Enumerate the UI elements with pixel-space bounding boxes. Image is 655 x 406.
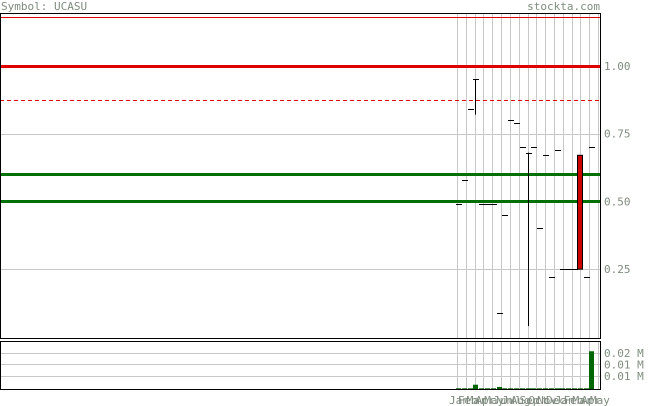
- volume-bar: [502, 388, 507, 389]
- price-axis-label: 0.25: [604, 263, 631, 276]
- volume-bar: [508, 388, 513, 389]
- x-axis-label: May: [590, 394, 610, 406]
- volume-bar: [584, 388, 589, 389]
- volume-bar: [549, 388, 554, 389]
- x-axis-label: Sep: [520, 394, 540, 406]
- price-axis-label: 1.00: [604, 60, 631, 73]
- x-axis-label: Nov: [537, 394, 557, 406]
- candlesticks: [456, 79, 595, 327]
- volume-bar: [566, 388, 571, 389]
- volume-bar: [473, 384, 478, 389]
- x-axis-label: Apr: [475, 394, 495, 406]
- x-axis-label: Oct: [528, 394, 548, 406]
- volume-bar: [560, 388, 565, 389]
- x-axis-label: Mar: [467, 394, 487, 406]
- x-axis-label: Jun: [493, 394, 513, 406]
- volume-bar: [491, 388, 496, 389]
- volume-bar: [520, 388, 525, 389]
- volume-bar: [485, 388, 490, 389]
- volume-bar: [531, 388, 536, 389]
- axis-labels: 1.000.750.500.250.02 M0.01 M0.01 MJanFeb…: [449, 60, 644, 406]
- volume-bar: [543, 388, 548, 389]
- price-panel-frame: [0, 13, 601, 339]
- x-axis-label: Jan: [449, 394, 469, 406]
- volume-bar: [497, 386, 502, 389]
- volume-bar: [572, 388, 577, 389]
- volume-bars: [456, 351, 594, 389]
- x-axis-label: Jan: [555, 394, 575, 406]
- volume-bar: [462, 388, 467, 389]
- volume-bar: [514, 388, 519, 389]
- candle-body: [577, 154, 583, 270]
- volume-axis-label: 0.01 M: [604, 370, 644, 383]
- price-axis-label: 0.75: [604, 128, 631, 141]
- chart-frames: [0, 13, 601, 390]
- x-axis-label: Aug: [511, 394, 531, 406]
- volume-panel-frame: [0, 341, 601, 390]
- volume-axis-label: 0.01 M: [604, 358, 644, 371]
- site-watermark[interactable]: stockta.com: [527, 0, 600, 13]
- volume-bar: [468, 388, 473, 389]
- volume-bar: [526, 388, 531, 389]
- x-axis-label: May: [484, 394, 504, 406]
- volume-bar: [456, 388, 461, 389]
- price-axis-label: 0.50: [604, 195, 631, 208]
- x-axis-label: Dec: [546, 394, 566, 406]
- volume-bar: [479, 388, 484, 389]
- x-axis-label: Feb: [564, 394, 584, 406]
- x-axis-label: Apr: [581, 394, 601, 406]
- volume-bar: [555, 388, 560, 389]
- volume-bar: [589, 351, 594, 389]
- volume-axis-label: 0.02 M: [604, 347, 644, 360]
- x-axis-label: Mar: [572, 394, 592, 406]
- x-axis-label: Feb: [458, 394, 478, 406]
- x-axis-label: Jul: [502, 394, 522, 406]
- reference-lines: [0, 17, 600, 203]
- symbol-label: Symbol: UCASU: [1, 0, 88, 13]
- volume-bar: [578, 388, 583, 389]
- volume-bar: [537, 388, 542, 389]
